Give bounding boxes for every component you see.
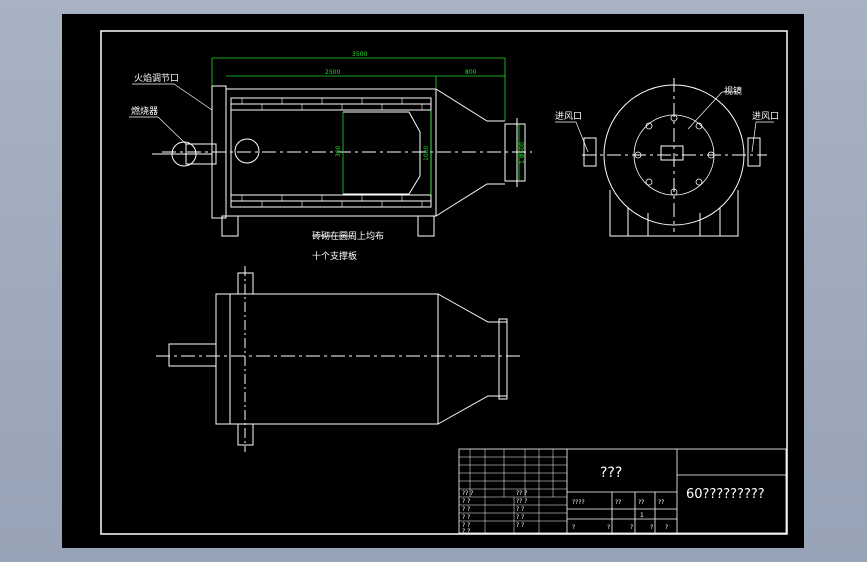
side-view [582, 78, 767, 237]
bottom-row-5: ? [665, 524, 668, 531]
side-annotations: 进风口 视镜 进风口 [555, 85, 779, 122]
label-peephole: 视镜 [724, 85, 742, 97]
dimension-texts: 3500 2500 800 300 1080 1 Φ500 [325, 51, 526, 164]
dim-shell-diameter: 1080 [423, 146, 430, 161]
row-label-mid-1: ?? ? [516, 498, 527, 505]
bottom-row-2: ? [607, 524, 610, 531]
side-leaders [555, 91, 774, 153]
label-flame-adjust-port: 火焰调节口 [134, 72, 179, 84]
label-support-note-1: 砖砌在圆周上均布 [312, 230, 384, 242]
row-label-left-2: ? ? [462, 506, 470, 513]
bottom-row-1: ? [572, 524, 575, 531]
header-cell-2: ?? ? [516, 490, 527, 497]
label-air-inlet-left: 进风口 [555, 111, 582, 122]
row-label-left-1: ? ? [462, 498, 470, 505]
row-label-left-3: ? ? [462, 514, 470, 521]
dim-outlet-diameter: 1 Φ500 [519, 142, 526, 164]
title-drawing-name: ??? [600, 465, 622, 481]
title-project-name: 60????????? [686, 487, 765, 502]
dim-cone-length: 800 [465, 69, 477, 76]
row-label-left-4: ? ? [462, 522, 470, 529]
row-label-mid-4: ? ? [516, 522, 524, 529]
dim-inner-diameter: 300 [335, 145, 342, 157]
right-header-2: ?? [615, 499, 621, 506]
right-header-3: ?? [638, 499, 644, 506]
label-air-inlet-right: 进风口 [752, 111, 779, 122]
annotations: 火焰调节口 燃烧器 砖砌在圆周上均布 十个支撑板 [131, 72, 384, 262]
leaders [129, 83, 352, 237]
brick-hatch [241, 98, 423, 207]
cad-drawing: 3500 2500 800 300 1080 1 Φ500 火焰调节口 燃烧器 … [100, 30, 788, 535]
title-block [458, 448, 787, 534]
right-value-3: 1 [640, 512, 644, 519]
header-cell-1: ?? ? [462, 490, 473, 497]
dim-body-length: 2500 [325, 69, 340, 76]
dim-overall-length: 3500 [352, 51, 367, 58]
bottom-row-4: ? [650, 524, 653, 531]
row-label-mid-3: ? ? [516, 514, 524, 521]
top-view [156, 266, 522, 452]
front-section-view [152, 85, 532, 237]
right-header-1: ???? [572, 499, 585, 506]
bottom-row-3: ? [630, 524, 633, 531]
title-block-texts: ??? 60????????? ?? ? ?? ? ? ? ? ? ? ? ? … [462, 465, 765, 535]
dimensions [211, 57, 520, 195]
drawing-border [100, 30, 788, 535]
row-label-mid-2: ? ? [516, 506, 524, 513]
cad-drawing-canvas: 3500 2500 800 300 1080 1 Φ500 火焰调节口 燃烧器 … [62, 14, 804, 548]
row-label-left-5: ? ? [462, 528, 470, 535]
label-support-note-2: 十个支撑板 [312, 250, 357, 262]
label-burner: 燃烧器 [131, 105, 158, 117]
right-header-4: ?? [658, 499, 664, 506]
